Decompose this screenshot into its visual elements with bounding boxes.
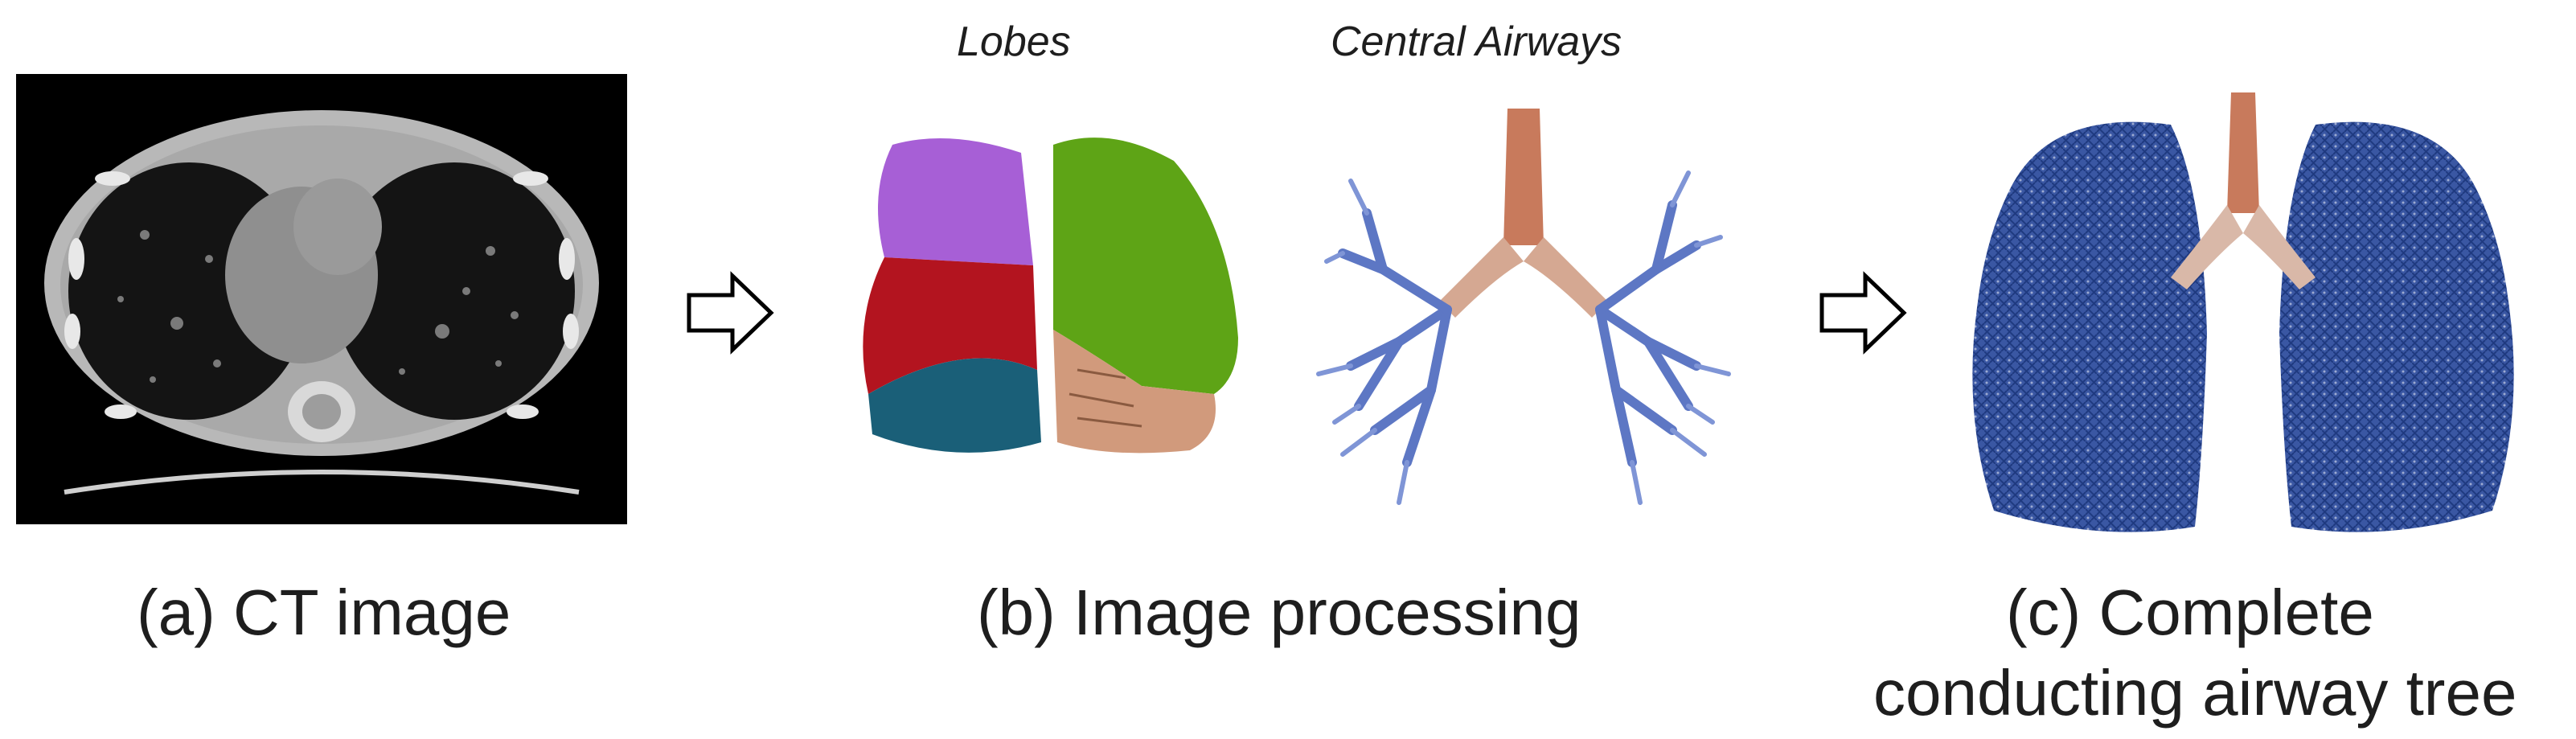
caption-a: (a) CT image (137, 577, 511, 648)
central-airways-label: Central Airways (1331, 18, 1622, 65)
lobes-image (836, 129, 1254, 466)
caption-c-line1: (c) Complete (2006, 577, 2374, 648)
caption-c-line2: conducting airway tree (1873, 657, 2517, 729)
lobes-label: Lobes (957, 18, 1071, 65)
right-arrow-icon (686, 271, 776, 355)
caption-b: (b) Image processing (977, 577, 1581, 648)
ct-scan-image (16, 74, 627, 524)
ct-image-panel (16, 74, 627, 524)
right-arrow-icon (1819, 271, 1909, 355)
central-airways-image (1294, 101, 1745, 519)
airway-tree-image (1962, 92, 2525, 543)
